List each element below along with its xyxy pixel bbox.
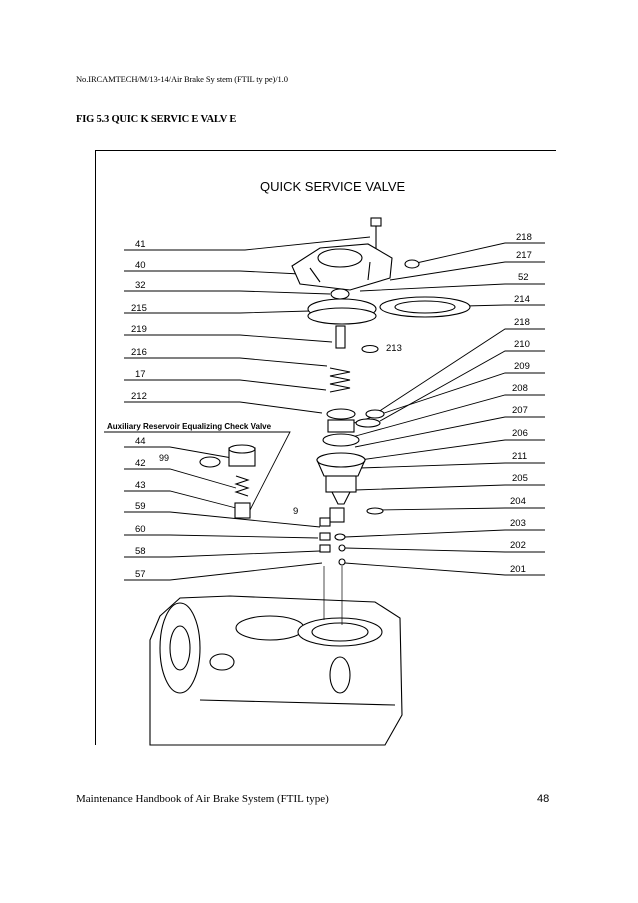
label-58: 58 — [135, 546, 146, 557]
label-216: 216 — [131, 347, 147, 358]
label-52: 52 — [518, 272, 529, 283]
label-41: 41 — [135, 239, 146, 250]
page-number: 48 — [537, 793, 550, 805]
figure-caption: FIG 5.3 QUIC K SERVIC E VALV E — [76, 114, 237, 125]
label-9: 9 — [293, 506, 298, 517]
label-43: 43 — [135, 480, 146, 491]
label-214: 214 — [514, 294, 530, 305]
label-218-top: 218 — [516, 232, 532, 243]
check-valve-59 — [234, 502, 251, 519]
label-203: 203 — [510, 518, 526, 529]
label-201: 201 — [510, 564, 526, 575]
left-leader-lines — [104, 236, 371, 581]
label-17: 17 — [135, 369, 146, 380]
valve-parts — [149, 217, 471, 746]
label-208: 208 — [512, 383, 528, 394]
label-57: 57 — [135, 569, 146, 580]
label-32: 32 — [135, 280, 146, 291]
label-219: 219 — [131, 324, 147, 335]
document-reference: No.IRCAMTECH/M/13-14/Air Brake Sy stem (… — [76, 74, 288, 84]
label-213: 213 — [386, 343, 402, 354]
label-44: 44 — [135, 436, 146, 447]
label-211: 211 — [512, 451, 527, 462]
label-202: 202 — [510, 540, 526, 551]
bolt-head — [370, 217, 382, 227]
label-209: 209 — [514, 361, 530, 372]
label-206: 206 — [512, 428, 528, 439]
label-212: 212 — [131, 391, 147, 402]
subassembly-label: Auxiliary Reservoir Equalizing Check Val… — [107, 422, 272, 431]
seat-assembly — [327, 419, 355, 433]
label-60: 60 — [135, 524, 146, 535]
label-40: 40 — [135, 260, 146, 271]
label-99: 99 — [159, 453, 169, 463]
label-204: 204 — [510, 496, 526, 507]
label-210: 210 — [514, 339, 530, 350]
label-217: 217 — [516, 250, 532, 261]
label-59: 59 — [135, 501, 146, 512]
footer-title: Maintenance Handbook of Air Brake System… — [76, 793, 329, 805]
label-207: 207 — [512, 405, 528, 416]
axis-lines — [323, 566, 343, 625]
right-leader-lines — [344, 242, 545, 576]
label-218: 218 — [514, 317, 530, 328]
spring-216 — [329, 367, 351, 393]
label-215: 215 — [131, 303, 147, 314]
check-valve-spring — [234, 475, 250, 497]
left-labels: 41 40 32 215 219 216 17 212 44 42 43 59 … — [131, 239, 147, 580]
nut-218 — [404, 259, 420, 269]
label-205: 205 — [512, 473, 528, 484]
oring-99 — [199, 456, 221, 468]
right-labels: 218 217 52 214 218 210 209 208 207 206 2… — [510, 232, 532, 575]
figure-frame — [95, 150, 556, 745]
valve-stem — [335, 325, 346, 349]
diagram-title: QUICK SERVICE VALVE — [260, 179, 406, 194]
label-42: 42 — [135, 458, 146, 469]
